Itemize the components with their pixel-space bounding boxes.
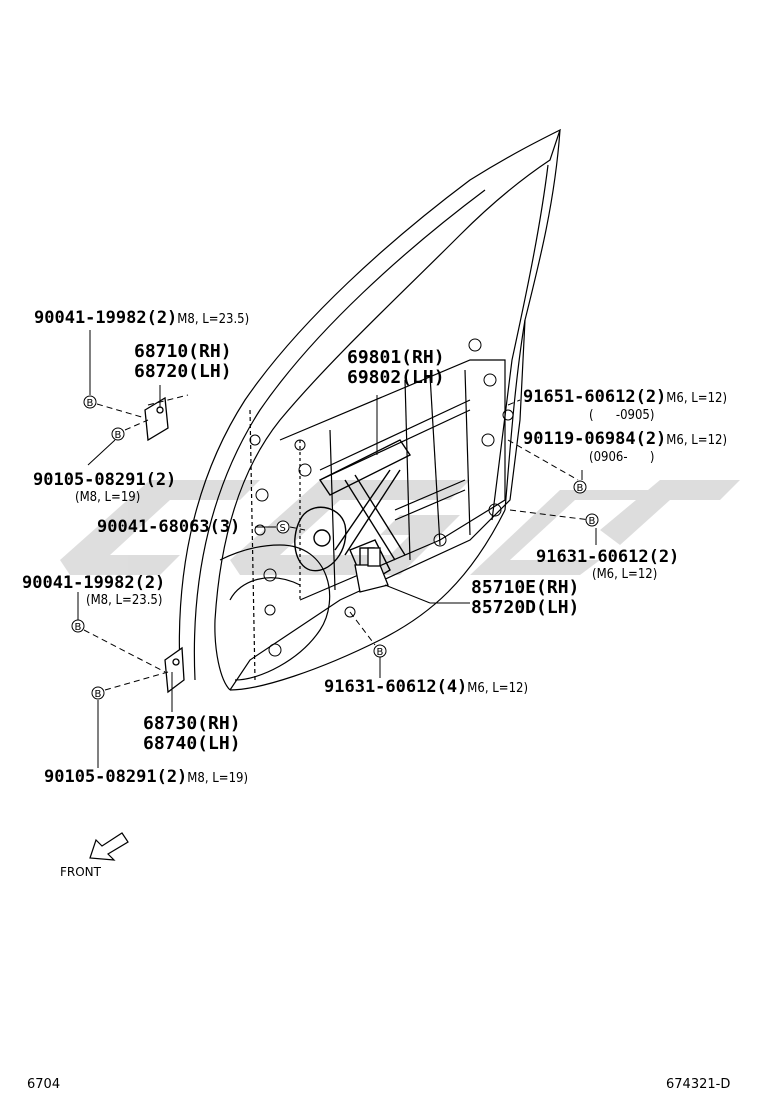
bolt-marker-letter: B: [377, 647, 384, 658]
callout-91631-60612-bottom: 91631-60612(4)M6, L=12): [324, 679, 528, 696]
leader-lines: [77, 330, 597, 768]
part-number: 91651-60612(2): [523, 387, 667, 407]
door-frame: [178, 128, 562, 691]
callout-90041-19982-upper: 90041-19982(2)M8, L=23.5): [34, 310, 249, 327]
part-number-rh: 85710E(RH): [471, 577, 580, 598]
figure-number: 6704: [27, 1077, 61, 1092]
part-number: 91631-60612(4): [324, 677, 468, 697]
callout-90041-68063: 90041-68063(3): [97, 519, 240, 536]
bolt-marker: B: [83, 395, 97, 409]
callout-upper-hinge: 68710(RH) 68720(LH): [134, 343, 232, 381]
part-number: 90105-08291(2): [44, 767, 188, 787]
dashed-lines: [83, 394, 591, 691]
part-spec: M6, L=12): [666, 391, 728, 406]
bolt-marker-letter: B: [577, 483, 584, 494]
bolt-marker-letter: B: [75, 622, 82, 633]
part-number-rh: 68730(RH): [143, 713, 241, 734]
part-number-rh: 68710(RH): [134, 341, 232, 362]
mounting-holes: [249, 338, 514, 657]
date-range: ( -0905): [589, 408, 655, 423]
bolt-marker: B: [373, 644, 387, 658]
part-spec: M8, L=19): [187, 771, 249, 786]
callout-lower-hinge: 68730(RH) 68740(LH): [143, 715, 241, 753]
bolt-marker-letter: B: [95, 689, 102, 700]
callout-90105-08291-upper: 90105-08291(2) (M8, L=19): [33, 470, 177, 505]
bolt-marker-letter: B: [87, 398, 94, 409]
callout-motor: 85710E(RH) 85720D(LH): [471, 579, 579, 617]
bolt-marker: B: [573, 480, 587, 494]
bolt-marker: B: [71, 619, 85, 633]
part-number: 90041-68063(3): [97, 517, 241, 537]
part-spec: M8, L=23.5): [177, 312, 250, 327]
front-arrow-icon: [89, 832, 129, 861]
part-number: 90041-19982(2): [34, 308, 178, 328]
part-spec: (M8, L=19): [75, 490, 141, 505]
bolt-markers: B B B B B B B S: [71, 395, 599, 700]
part-spec: M6, L=12): [467, 681, 529, 696]
part-number-lh: 68720(LH): [134, 361, 232, 382]
screw-marker: S: [276, 520, 290, 534]
part-number-lh: 85720D(LH): [471, 597, 580, 618]
part-number: 90119-06984(2): [523, 429, 667, 449]
bolt-marker: B: [91, 686, 105, 700]
screw-marker-letter: S: [280, 523, 286, 534]
part-spec: (M6, L=12): [592, 567, 658, 582]
lower-hinge: [164, 646, 185, 694]
date-range: (0906- ): [589, 450, 655, 465]
part-number: 90041-19982(2): [22, 573, 166, 593]
front-label: FRONT: [60, 865, 101, 879]
part-number-lh: 68740(LH): [143, 733, 241, 754]
part-number-rh: 69801(RH): [347, 347, 445, 368]
bolt-marker: B: [585, 513, 599, 527]
bolt-marker: B: [111, 427, 125, 441]
callout-91631-60612-right: 91631-60612(2) (M6, L=12): [536, 547, 680, 582]
part-number-lh: 69802(LH): [347, 367, 445, 388]
callout-90041-19982-lower: 90041-19982(2) (M8, L=23.5): [22, 573, 166, 608]
callout-91651-60612: 91651-60612(2)M6, L=12) ( -0905): [523, 387, 728, 423]
bolt-marker-letter: B: [589, 516, 596, 527]
callout-regulator: 69801(RH) 69802(LH): [347, 349, 445, 387]
part-number: 90105-08291(2): [33, 470, 177, 490]
part-spec: M6, L=12): [666, 433, 728, 448]
window-motor: [354, 547, 389, 593]
part-number: 91631-60612(2): [536, 547, 680, 567]
bolt-marker-letter: B: [115, 430, 122, 441]
callout-90105-08291-lower: 90105-08291(2)M8, L=19): [44, 769, 248, 786]
upper-hinge: [144, 396, 169, 442]
callout-90119-06984: 90119-06984(2)M6, L=12) (0906- ): [523, 429, 728, 465]
part-spec: (M8, L=23.5): [86, 593, 163, 608]
illustration-id: 674321-D: [666, 1077, 731, 1092]
